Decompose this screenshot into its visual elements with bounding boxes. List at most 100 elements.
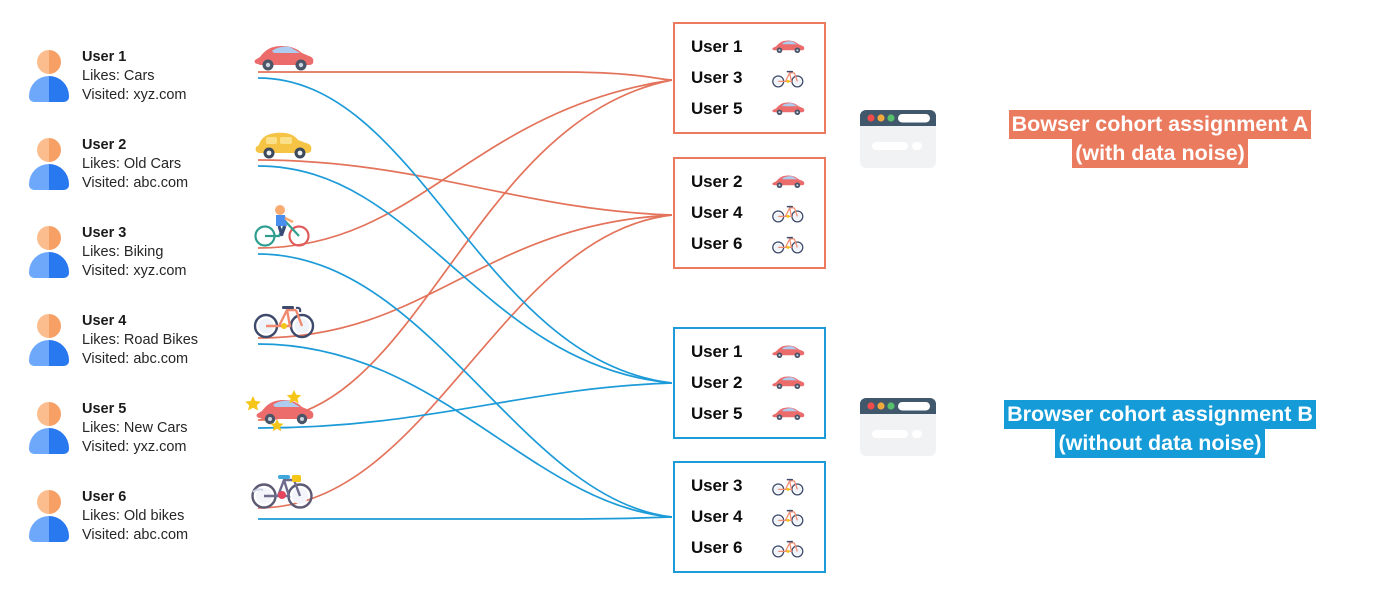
user-visited: Visited: xyz.com <box>82 87 187 104</box>
cohort-member-label: User 2 <box>691 172 743 191</box>
avatar-body-icon <box>29 428 69 454</box>
user-visited: Visited: abc.com <box>82 175 189 192</box>
cohort-member-label: User 3 <box>691 68 743 87</box>
cohort-member: User 4 <box>691 198 824 229</box>
cohort-member: User 6 <box>691 533 824 564</box>
user-name: User 2 <box>82 137 127 153</box>
avatar <box>26 400 72 454</box>
red-sedan-icon <box>252 40 316 84</box>
avatar-head-icon <box>37 314 61 338</box>
cohort-member-label: User 1 <box>691 342 743 361</box>
link-b-user6 <box>258 516 673 520</box>
user-row: User 6 Likes: Old bikes Visited: abc.com <box>26 488 188 545</box>
avatar-body-icon <box>29 516 69 542</box>
avatar-head-icon <box>37 50 61 74</box>
user-likes: Likes: New Cars <box>82 420 188 437</box>
cohort-member: User 2 <box>691 368 824 399</box>
cohort-member: User 5 <box>691 94 824 125</box>
user-likes: Likes: Old bikes <box>82 508 185 525</box>
user-likes: Likes: Old Cars <box>82 156 182 173</box>
cohort-member: User 6 <box>691 229 824 260</box>
cohort-member-label: User 5 <box>691 99 743 118</box>
link-a-user2 <box>257 159 673 216</box>
user-row: User 1 Likes: Cars Visited: xyz.com <box>26 48 187 105</box>
cohort-b-group-1-box[interactable]: User 1 User 2 User 5 <box>673 327 826 439</box>
link-b-user1 <box>257 77 673 384</box>
link-b-user2 <box>257 165 673 384</box>
avatar <box>26 312 72 366</box>
caption-line-2: (with data noise) <box>1072 138 1248 168</box>
cohort-member: User 1 <box>691 32 824 63</box>
cohort-member-label: User 4 <box>691 507 743 526</box>
avatar <box>26 136 72 190</box>
cohort-member: User 3 <box>691 63 824 94</box>
cohort-member-label: User 1 <box>691 37 743 56</box>
cohort-member: User 4 <box>691 502 824 533</box>
link-a-user4 <box>257 214 673 339</box>
yellow-old-car-icon <box>252 128 316 172</box>
car-icon <box>771 403 805 425</box>
caption-cohort-a: Bowser cohort assignment A (with data no… <box>960 110 1360 168</box>
avatar-head-icon <box>37 138 61 162</box>
cohort-member-label: User 5 <box>691 404 743 423</box>
user-visited: Visited: abc.com <box>82 527 189 544</box>
link-a-user3 <box>257 79 673 249</box>
avatar-head-icon <box>37 402 61 426</box>
cohort-b-group-2-box[interactable]: User 3 User 4 User 6 <box>673 461 826 573</box>
user-name: User 1 <box>82 49 127 65</box>
bike-icon <box>771 202 805 224</box>
link-b-user4 <box>257 343 673 518</box>
avatar <box>26 488 72 542</box>
bike-icon <box>771 506 805 528</box>
bike-icon <box>771 475 805 497</box>
car-icon <box>771 341 805 363</box>
cohort-member: User 1 <box>691 337 824 368</box>
caption-cohort-b: Browser cohort assignment B (without dat… <box>960 400 1360 458</box>
user-name: User 4 <box>82 313 127 329</box>
link-a-user1 <box>258 71 673 81</box>
cohort-member-label: User 2 <box>691 373 743 392</box>
bike-icon <box>771 537 805 559</box>
cyclist-icon <box>252 200 316 247</box>
avatar <box>26 48 72 102</box>
user-name: User 6 <box>82 489 127 505</box>
browser-window-icon-b <box>858 396 938 458</box>
user-row: User 3 Likes: Biking Visited: xyz.com <box>26 224 187 281</box>
old-bike-icon <box>248 466 313 510</box>
user-row: User 5 Likes: New Cars Visited: yxz.com <box>26 400 188 457</box>
caption-line-1: Bowser cohort assignment A <box>1008 110 1312 139</box>
bike-icon <box>771 67 805 89</box>
link-a-user6 <box>257 214 673 509</box>
avatar-body-icon <box>29 252 69 278</box>
user-visited: Visited: xyz.com <box>82 263 187 280</box>
avatar-body-icon <box>29 164 69 190</box>
bike-icon <box>771 233 805 255</box>
new-car-stars-icon <box>244 388 314 432</box>
avatar-head-icon <box>37 490 61 514</box>
caption-line-2: (without data noise) <box>1055 428 1265 458</box>
avatar-head-icon <box>37 226 61 250</box>
user-likes: Likes: Cars <box>82 68 155 85</box>
cohort-member-label: User 6 <box>691 538 743 557</box>
car-icon <box>771 372 805 394</box>
car-icon <box>771 171 805 193</box>
road-bike-icon <box>252 298 316 342</box>
cohort-member: User 2 <box>691 167 824 198</box>
cohort-a-group-2-box[interactable]: User 2 User 4 User 6 <box>673 157 826 269</box>
avatar-body-icon <box>29 76 69 102</box>
caption-line-1: Browser cohort assignment B <box>1004 400 1316 429</box>
link-b-user3 <box>257 253 673 518</box>
user-likes: Likes: Biking <box>82 244 164 261</box>
user-visited: Visited: yxz.com <box>82 439 187 456</box>
cohort-a-group-1-box[interactable]: User 1 User 3 User 5 <box>673 22 826 134</box>
user-likes: Likes: Road Bikes <box>82 332 199 349</box>
avatar <box>26 224 72 278</box>
user-row: User 2 Likes: Old Cars Visited: abc.com <box>26 136 188 193</box>
cohort-member: User 5 <box>691 399 824 430</box>
cohort-member-label: User 3 <box>691 476 743 495</box>
browser-window-icon-a <box>858 108 938 170</box>
link-b-user5 <box>257 382 673 429</box>
user-name: User 5 <box>82 401 127 417</box>
